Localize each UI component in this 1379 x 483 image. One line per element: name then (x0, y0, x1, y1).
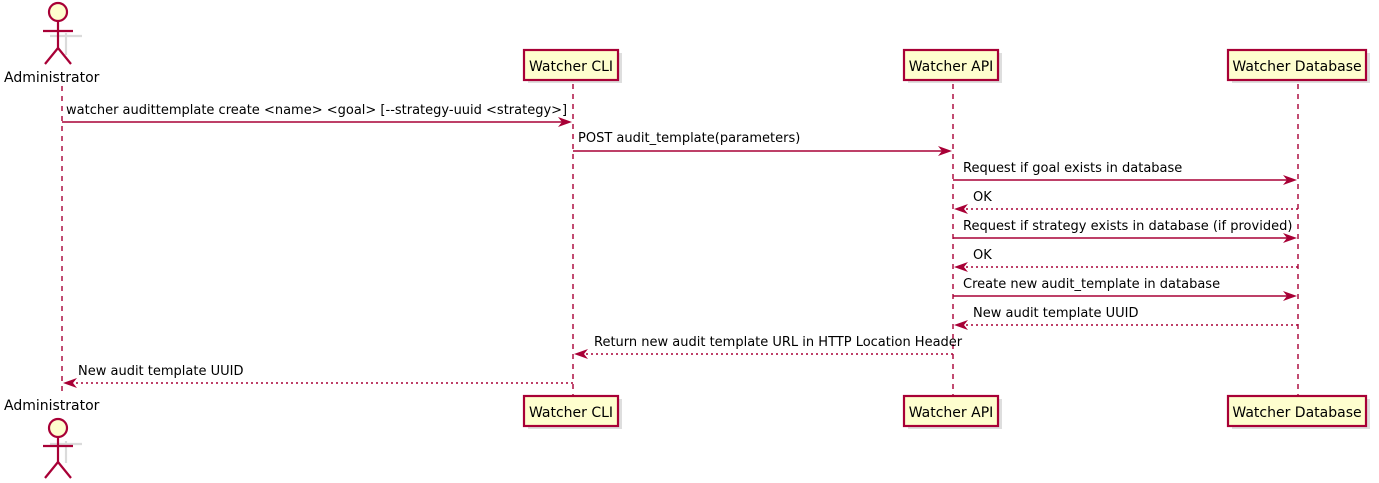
participant-box[interactable] (902, 48, 1000, 82)
participant-label-watcher-api-top: Watcher API (909, 59, 994, 75)
message-4: OK (954, 190, 1298, 214)
participant-box[interactable] (522, 394, 620, 428)
message-arrowhead (1283, 233, 1297, 243)
message-9: Return new audit template URL in HTTP Lo… (574, 335, 963, 359)
actor-label-administrator-bottom: Administrator (4, 398, 100, 414)
message-label: OK (973, 248, 992, 263)
message-arrowhead (1283, 291, 1297, 301)
message-arrowhead (954, 204, 968, 214)
message-10: New audit template UUID (63, 364, 573, 388)
participant-label-watcher-cli-bottom: Watcher CLI (529, 405, 613, 421)
participant-label-watcher-database-top: Watcher Database (1232, 59, 1361, 75)
message-1: watcher audittemplate create <name> <goa… (62, 103, 572, 127)
message-label: Request if strategy exists in database (… (963, 219, 1292, 234)
message-arrowhead (938, 146, 952, 156)
actor-body-icon (43, 437, 73, 479)
participant-box[interactable] (1226, 394, 1368, 428)
participant-watcher-api-top[interactable]: Watcher API (902, 48, 1002, 83)
participant-watcher-cli-bottom[interactable]: Watcher CLI (522, 394, 622, 429)
message-6: OK (954, 248, 1298, 272)
actor-administrator-bottom[interactable]: Administrator (4, 398, 100, 479)
message-3: Request if goal exists in database (953, 161, 1297, 185)
participant-box[interactable] (522, 48, 620, 82)
actor-shadow (50, 33, 82, 55)
message-label: watcher audittemplate create <name> <goa… (66, 103, 567, 118)
message-label: Request if goal exists in database (963, 161, 1182, 176)
actor-shadow (50, 441, 82, 463)
participant-label-watcher-cli-top: Watcher CLI (529, 59, 613, 75)
message-label: Return new audit template URL in HTTP Lo… (594, 335, 963, 350)
message-arrowhead (574, 349, 588, 359)
lifelines (61, 84, 1299, 396)
message-arrowhead (1283, 175, 1297, 185)
actor-label-administrator-top: Administrator (4, 70, 100, 86)
participant-label-watcher-database-bottom: Watcher Database (1232, 405, 1361, 421)
participant-label-watcher-api-bottom: Watcher API (909, 405, 994, 421)
message-label: Create new audit_template in database (963, 277, 1220, 292)
participant-box[interactable] (1226, 48, 1368, 82)
participant-watcher-cli-top[interactable]: Watcher CLI (522, 48, 622, 83)
message-7: Create new audit_template in database (953, 277, 1297, 301)
message-arrowhead (558, 117, 572, 127)
actor-head-icon (47, 417, 69, 439)
participant-watcher-api-bottom[interactable]: Watcher API (902, 394, 1002, 429)
message-arrowhead (954, 262, 968, 272)
actor-body-icon (43, 21, 73, 65)
message-8: New audit template UUID (954, 306, 1298, 330)
message-label: POST audit_template(parameters) (578, 131, 800, 146)
participant-watcher-database-top[interactable]: Watcher Database (1226, 48, 1370, 83)
participant-watcher-database-bottom[interactable]: Watcher Database (1226, 394, 1370, 429)
message-5: Request if strategy exists in database (… (953, 219, 1297, 243)
message-label: New audit template UUID (973, 306, 1138, 321)
message-arrowhead (63, 378, 77, 388)
message-label: OK (973, 190, 992, 205)
message-label: New audit template UUID (78, 364, 243, 379)
actor-administrator-top[interactable]: Administrator (4, 1, 100, 86)
actor-head-icon (47, 1, 69, 23)
participant-box[interactable] (902, 394, 1000, 428)
message-2: POST audit_template(parameters) (573, 131, 952, 156)
message-arrowhead (954, 320, 968, 330)
